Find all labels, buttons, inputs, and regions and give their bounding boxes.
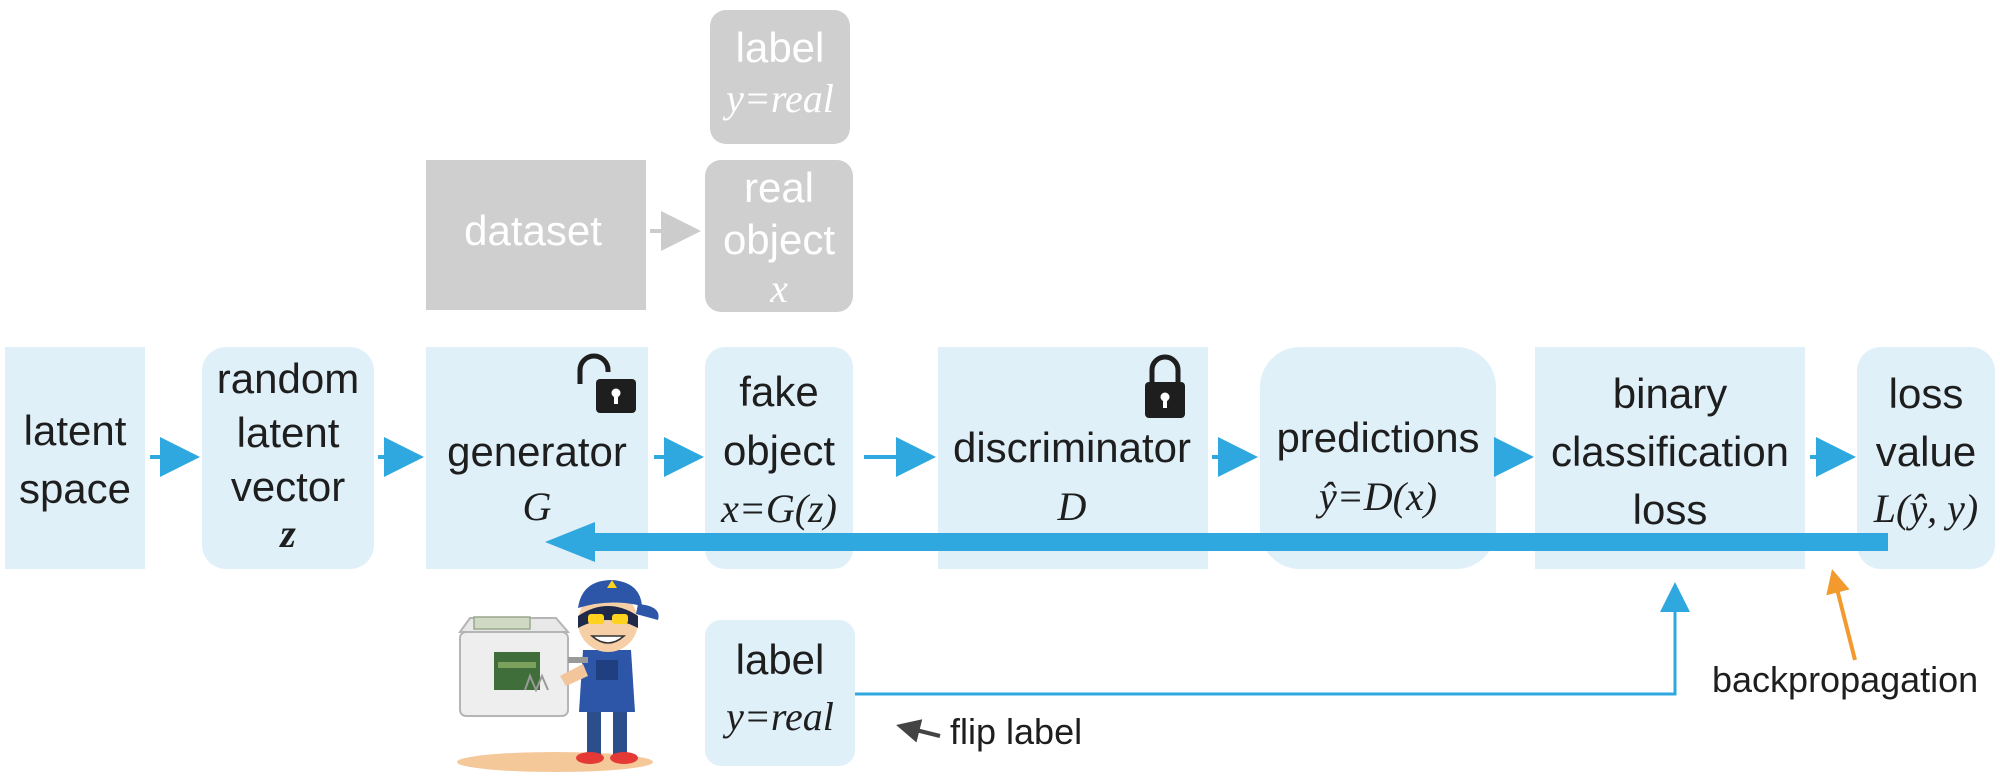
money-printer-icon <box>458 616 571 717</box>
label-real-bottom-label: label <box>736 636 825 683</box>
discriminator-box: discriminator D <box>938 347 1208 569</box>
flip-label-annotation: flip label <box>950 711 1082 752</box>
real-object-box: real object x <box>705 160 853 312</box>
cartoon-person-icon <box>560 580 659 764</box>
real-object-line2: object <box>723 216 835 263</box>
bce-loss-line3: loss <box>1633 486 1708 533</box>
flip-label-pointer-arrow <box>896 719 941 743</box>
discriminator-math: D <box>1057 484 1087 529</box>
discriminator-label: discriminator <box>953 424 1191 471</box>
latent-space-box: latent space <box>5 347 145 569</box>
predictions-box: predictions ŷ=D(x) <box>1260 347 1496 569</box>
latent-space-line1: latent <box>24 407 127 454</box>
backprop-pointer-arrow <box>1826 569 1857 661</box>
fake-object-math: x=G(z) <box>720 486 837 531</box>
loss-value-box: loss value L(ŷ, y) <box>1857 347 1995 569</box>
generator-math: G <box>523 484 552 529</box>
fake-object-box: fake object x=G(z) <box>705 347 853 569</box>
bce-loss-line2: classification <box>1551 428 1789 475</box>
predictions-math: ŷ=D(x) <box>1315 474 1437 519</box>
label-real-bottom-math: y=real <box>722 694 834 739</box>
fake-object-line2: object <box>723 427 835 474</box>
loss-value-line2: value <box>1876 428 1976 475</box>
random-vector-line2: latent <box>237 409 340 456</box>
random-vector-line3: vector <box>231 463 345 510</box>
counterfeiter-illustration <box>457 580 659 772</box>
dataset-box: dataset <box>426 160 646 310</box>
latent-space-line2: space <box>19 465 131 512</box>
backpropagation-annotation: backpropagation <box>1712 659 1978 700</box>
real-object-math: x <box>769 266 788 311</box>
random-vector-math: z <box>278 511 296 556</box>
real-object-line1: real <box>744 164 814 211</box>
label-real-top-box: label y=real <box>710 10 850 144</box>
label-real-bottom-box: label y=real <box>705 620 855 766</box>
predictions-label: predictions <box>1276 414 1479 461</box>
label-to-loss-connector <box>855 582 1690 696</box>
backprop-arrow <box>545 522 1888 562</box>
generator-label: generator <box>447 428 627 475</box>
label-real-top-math: y=real <box>722 76 834 121</box>
unlocked-padlock-icon <box>577 353 636 413</box>
dataset-label: dataset <box>464 207 602 254</box>
bce-loss-box: binary classification loss <box>1535 347 1805 569</box>
locked-padlock-icon <box>1145 354 1185 418</box>
bce-loss-line1: binary <box>1613 370 1727 417</box>
loss-value-line1: loss <box>1889 370 1964 417</box>
label-real-top-label: label <box>736 24 825 71</box>
random-vector-box: random latent vector z <box>202 347 374 569</box>
fake-object-line1: fake <box>739 368 818 415</box>
loss-value-math: L(ŷ, y) <box>1873 486 1978 531</box>
random-vector-line1: random <box>217 355 359 402</box>
generator-box: generator G <box>426 347 648 569</box>
